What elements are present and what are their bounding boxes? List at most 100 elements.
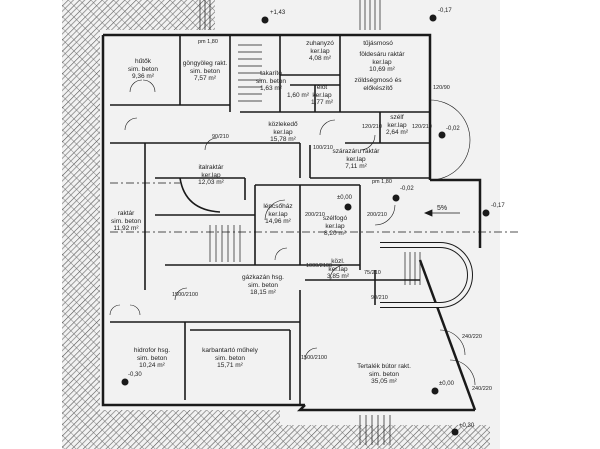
room-floor: ker.lap [328, 265, 348, 273]
room-floor: sim. beton [111, 217, 141, 225]
slope-label: 5% [437, 205, 448, 212]
door-dim: pm 1,80 [372, 179, 392, 185]
room-label-szarazaru: szárazáru raktár ker.lap 7,11 m² [333, 148, 380, 171]
room-floor: ker.lap [312, 91, 332, 99]
door-dim: pm 1,80 [198, 39, 218, 45]
room-area: 4,08 m² [308, 55, 332, 62]
room-name: hidrofor hsg. [133, 347, 171, 354]
room-label-kozl: közl. ker.lap 3,85 m² [327, 258, 349, 281]
room-name: szárazáru raktár [332, 148, 380, 155]
door-dim: 240/220 [462, 334, 482, 340]
room-name: göngyöleg rakt. [182, 60, 228, 67]
room-floor: ker.lap [372, 58, 392, 66]
room-floor: sim. beton [256, 77, 286, 85]
door-dim: 75/210 [364, 270, 381, 276]
room-floor: ker.lap [346, 155, 366, 163]
room-name: tűjásmosó [363, 40, 393, 47]
room-label-takarito: takarító sim. beton 1,63 m² [256, 70, 286, 93]
room-floor: ker.lap [310, 47, 330, 55]
room-area: 7,57 m² [193, 75, 217, 82]
room-area: 12,03 m² [198, 179, 224, 186]
room-area: 11,92 m² [113, 225, 139, 232]
room-label-lepcsohaz: lépcsőház ker.lap 14,96 m² [263, 203, 292, 226]
room-label-wc: 1,60 m² [287, 92, 309, 100]
level-mark: +0,30 [459, 423, 475, 429]
room-area: 35,05 m² [371, 378, 397, 385]
room-label-gazkazan: gázkazán hsg. sim. beton 18,15 m² [242, 274, 284, 297]
room-floor: ker.lap [387, 121, 407, 129]
room-label-szelfogo: szélfogó ker.lap 8,20 m² [323, 215, 347, 238]
door-dim: 200/210 [305, 212, 325, 218]
interior-walls [110, 35, 473, 405]
room-name: közl. [331, 258, 345, 265]
room-label-foldesaru: földesáru raktár ker.lap 10,69 m² [359, 51, 404, 74]
room-label-szelf: szélf ker.lap 2,64 m² [386, 114, 408, 137]
room-area: 3,85 m² [326, 273, 350, 280]
level-mark: -0,17 [438, 8, 452, 14]
room-name: hűtők [135, 58, 151, 65]
door-dim: 1500/2100 [301, 355, 327, 361]
room-label-gongyoleg: göngyöleg rakt. sim. beton 7,57 m² [183, 60, 227, 83]
level-mark: +1,43 [270, 10, 286, 16]
room-name: gázkazán hsg. [242, 274, 284, 281]
room-label-raktar: raktár sim. beton 11,92 m² [111, 210, 141, 233]
room-floor: ker.lap [268, 210, 288, 218]
room-label-elot: előt ker.lap 1,77 m² [311, 84, 333, 107]
room-name: szélfogó [322, 215, 348, 222]
margin-left [0, 0, 62, 449]
room-area: 18,15 m² [250, 289, 276, 296]
room-name: szélf [390, 114, 404, 121]
room-label-zuhanyzo: zuhanyzó ker.lap 4,08 m² [306, 40, 334, 63]
room-area: 2,64 m² [385, 129, 409, 136]
room-label-zoldsegmoso: zöldségmosó és előkészítő [343, 77, 413, 92]
level-mark: ±0,00 [439, 381, 454, 387]
margin-right [500, 0, 600, 449]
section-lines [110, 182, 520, 233]
room-area: 15,71 m² [217, 362, 243, 369]
door-dim: 120/90 [433, 85, 450, 91]
room-label-italraktar: italraktár ker.lap 12,03 m² [198, 164, 224, 187]
room-floor: sim. beton [128, 65, 158, 73]
room-area: 1,63 m² [259, 85, 283, 92]
room-floor: sim. beton [247, 281, 278, 289]
room-area: 1,77 m² [310, 99, 334, 106]
room-name: előt [316, 84, 328, 91]
level-mark: -0,30 [128, 372, 142, 378]
room-area: 15,78 m² [270, 136, 296, 143]
room-label-tartalek: Tertalék bútor rakt. sim. beton 35,05 m² [357, 363, 411, 386]
door-dim: 1500/2100 [172, 292, 198, 298]
room-name: zuhanyzó [306, 40, 334, 47]
room-floor: sim. beton [189, 67, 220, 75]
level-mark: -0,02 [446, 126, 460, 132]
room-floor: ker.lap [201, 171, 221, 179]
room-floor: sim. beton [214, 354, 245, 362]
level-symbols [121, 14, 490, 436]
outer-walls [101, 33, 482, 412]
room-label-hutok: hűtők sim. beton 9,36 m² [128, 58, 158, 81]
room-label-tujasmoso: tűjásmosó [363, 40, 393, 48]
level-mark: -0,02 [400, 186, 414, 192]
door-dim: 120/210 [412, 124, 432, 130]
room-name: zöldségmosó és előkészítő [354, 77, 402, 92]
room-label-karbantarto: karbantartó műhely sim. beton 15,71 m² [202, 347, 258, 370]
room-area: 9,36 m² [131, 73, 155, 80]
room-name: lépcsőház [263, 203, 293, 210]
room-name: Tertalék bútor rakt. [357, 363, 411, 370]
room-floor: ker.lap [325, 222, 345, 230]
room-name: raktár [117, 210, 135, 217]
room-name: karbantartó műhely [202, 347, 258, 354]
room-area: 7,11 m² [345, 163, 367, 170]
room-name: közlekedő [268, 121, 298, 128]
slope-arrow [423, 209, 460, 217]
room-area: 10,69 m² [369, 66, 395, 73]
stairs [199, 0, 421, 445]
door-dim: 200/210 [367, 212, 387, 218]
room-area: 8,20 m² [323, 230, 347, 237]
room-area: 10,24 m² [139, 362, 165, 369]
room-area: 1,60 m² [286, 92, 310, 99]
door-dim: 90/210 [212, 134, 229, 140]
door-dim: 120/210 [362, 124, 382, 130]
room-area: 14,96 m² [265, 218, 291, 225]
door-dim: 90/210 [371, 295, 388, 301]
